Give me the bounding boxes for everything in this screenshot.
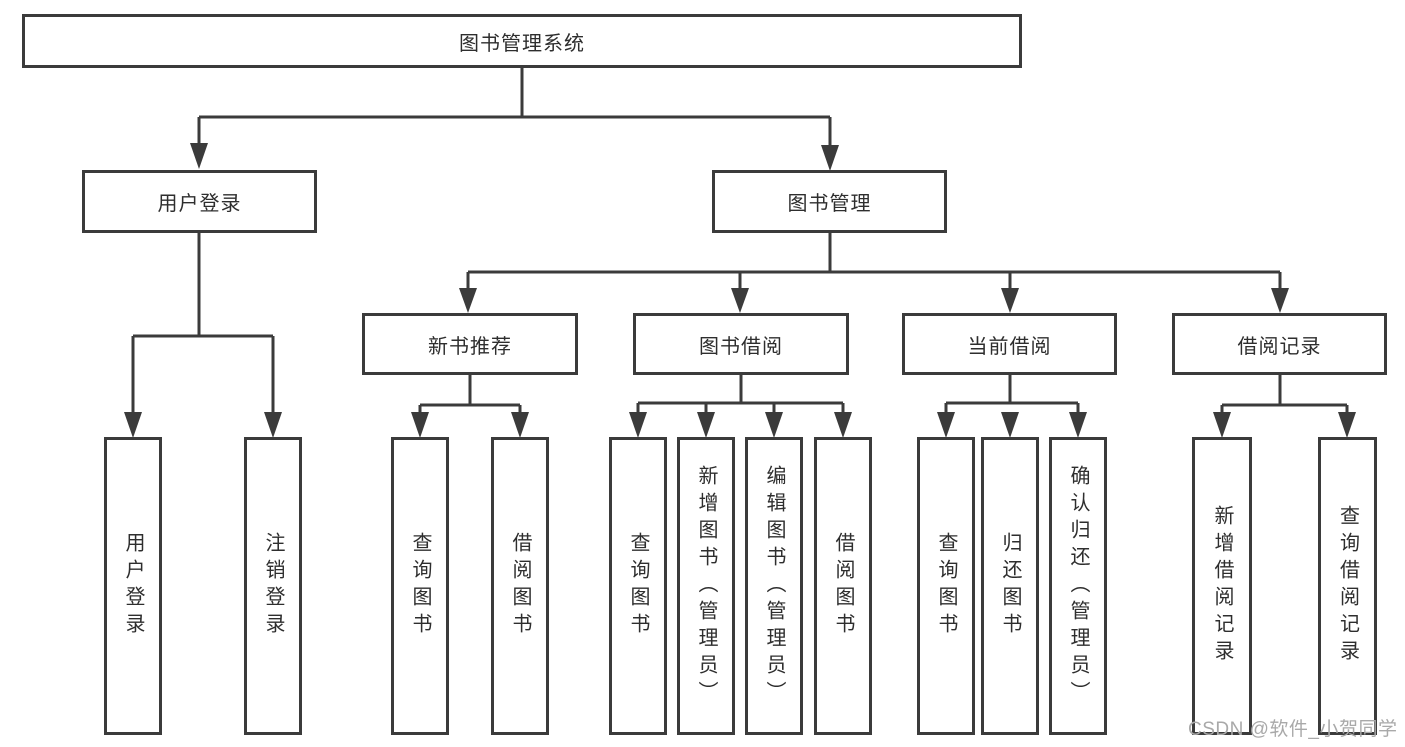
leaf-add-books-admin: 新增图书（管理员） (677, 437, 735, 735)
leaf-query-borrow-record: 查询借阅记录 (1318, 437, 1377, 735)
leaf-logout: 注销登录 (244, 437, 302, 735)
leaf-edit-books-admin: 编辑图书（管理员） (745, 437, 803, 735)
node-new-book-recommendation: 新书推荐 (362, 313, 578, 375)
node-book-management: 图书管理 (712, 170, 947, 233)
leaf-user-login: 用户登录 (104, 437, 162, 735)
leaf-query-books-2: 查询图书 (609, 437, 667, 735)
leaf-borrow-books-1: 借阅图书 (491, 437, 549, 735)
csdn-watermark: CSDN @软件_小贺同学 (1188, 719, 1398, 740)
leaf-query-books-3: 查询图书 (917, 437, 975, 735)
leaf-add-borrow-record: 新增借阅记录 (1192, 437, 1252, 735)
leaf-confirm-return-admin: 确认归还（管理员） (1049, 437, 1107, 735)
node-library-management-system: 图书管理系统 (22, 14, 1022, 68)
leaf-borrow-books-2: 借阅图书 (814, 437, 872, 735)
leaf-query-books-1: 查询图书 (391, 437, 449, 735)
node-current-borrowing: 当前借阅 (902, 313, 1117, 375)
node-book-borrowing: 图书借阅 (633, 313, 849, 375)
leaf-return-books: 归还图书 (981, 437, 1039, 735)
node-user-login: 用户登录 (82, 170, 317, 233)
node-borrowing-records: 借阅记录 (1172, 313, 1387, 375)
